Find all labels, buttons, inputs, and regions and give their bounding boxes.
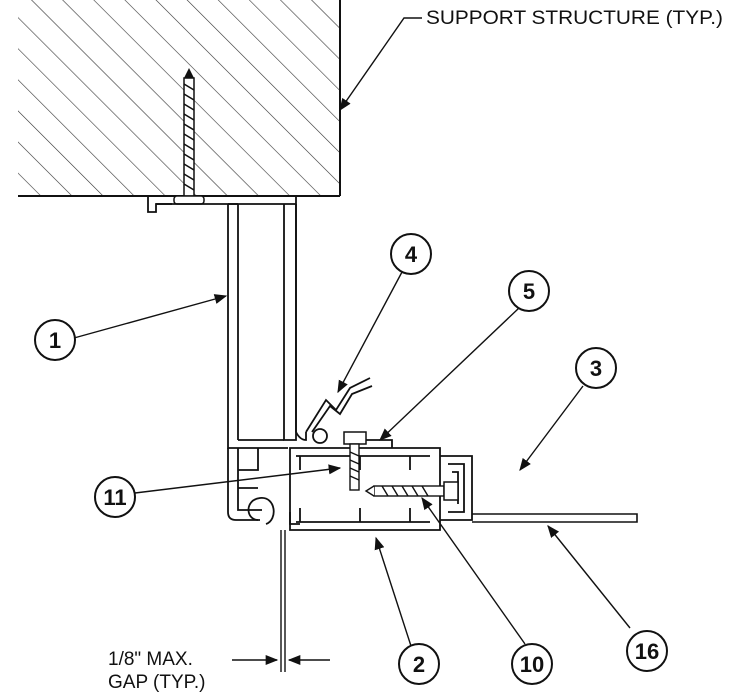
callout-11: 11: [94, 476, 136, 518]
anchor-screw: [173, 68, 205, 205]
leaders: [73, 17, 631, 647]
callout-3: 3: [575, 347, 617, 389]
wall-panel: [280, 530, 286, 672]
callout-2-number: 2: [413, 652, 425, 677]
frame-extrusion: [227, 203, 307, 525]
head-track: [147, 196, 297, 213]
callout-3-number: 3: [590, 356, 602, 381]
glass-panel: [472, 513, 638, 523]
gap-label-line1: 1/8" MAX.: [108, 649, 193, 670]
callout-5: 5: [508, 270, 550, 312]
horizontal-screw: [364, 481, 459, 501]
support-structure: [18, 0, 341, 197]
callout-1-number: 1: [49, 328, 61, 353]
callout-2: 2: [398, 643, 440, 685]
glazing-adaptor: [289, 439, 441, 531]
callout-16-number: 16: [635, 639, 659, 664]
support-structure-label: SUPPORT STRUCTURE (TYP.): [426, 8, 723, 29]
callout-1: 1: [34, 319, 76, 361]
callout-10: 10: [511, 643, 553, 685]
callout-16: 16: [626, 630, 668, 672]
frame-hook: [247, 497, 275, 525]
callout-11-number: 11: [103, 485, 126, 510]
callout-4-number: 4: [405, 242, 418, 267]
callout-10-number: 10: [520, 652, 544, 677]
callout-5-number: 5: [523, 279, 535, 304]
gap-label-line2: GAP (TYP.): [108, 672, 206, 693]
callout-4: 4: [390, 233, 432, 275]
vertical-screw: [343, 431, 367, 491]
spring-clip: [305, 377, 373, 444]
